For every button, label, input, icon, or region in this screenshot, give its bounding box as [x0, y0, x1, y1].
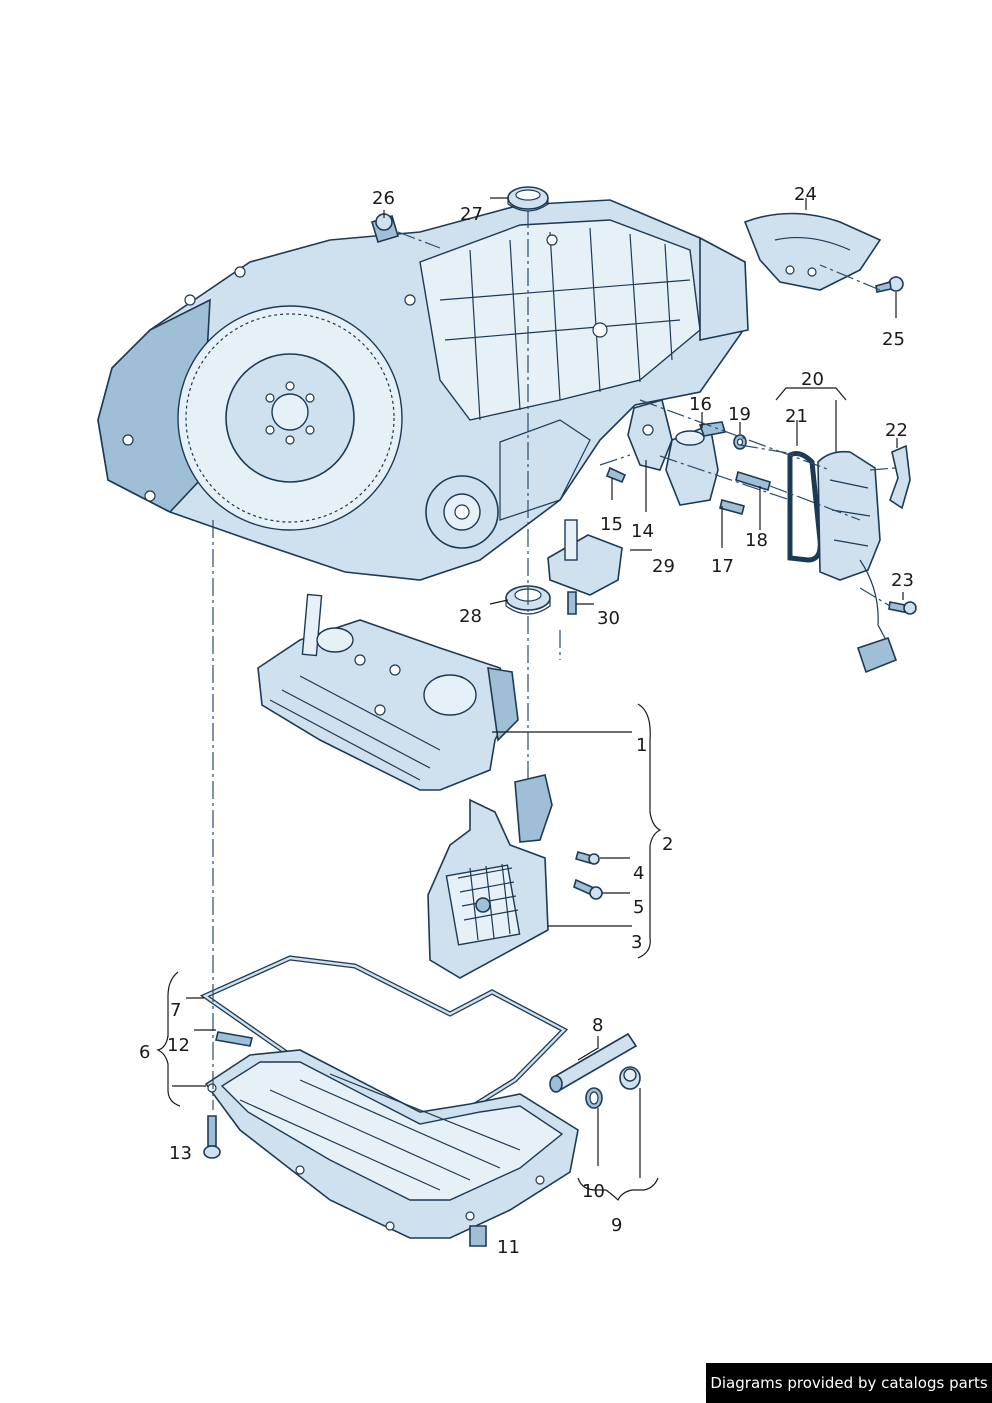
solenoid-part-16: [665, 421, 727, 506]
callout-24: 24: [794, 184, 817, 205]
plug-part-26: [371, 213, 399, 243]
drain-plug-part-11: [469, 1225, 487, 1247]
assembly-axis-lines: [212, 210, 896, 1110]
bolt-part-23: [888, 601, 917, 615]
callout-21: 21: [785, 406, 808, 427]
gasket-part-21: [787, 451, 823, 563]
callout-15: 15: [600, 514, 623, 535]
callout-6: 6: [139, 1042, 150, 1063]
bolt-part-5: [573, 878, 603, 900]
bolt-part-25: [875, 276, 904, 293]
magnet-part-12: [215, 1031, 253, 1047]
callout-25: 25: [882, 329, 905, 350]
callout-5: 5: [633, 897, 644, 918]
callout-13: 13: [169, 1143, 192, 1164]
callout-12: 12: [167, 1035, 190, 1056]
credit-banner: Diagrams provided by catalogs parts: [706, 1363, 992, 1403]
callout-30: 30: [597, 608, 620, 629]
callout-29: 29: [652, 556, 675, 577]
valve-body-part-1: [257, 593, 519, 791]
plug-part-9: [619, 1066, 641, 1090]
conductor-plate-part-3: [427, 774, 553, 979]
callout-4: 4: [633, 863, 644, 884]
callout-18: 18: [745, 530, 768, 551]
transmission-housing: [97, 199, 749, 581]
callout-10: 10: [582, 1181, 605, 1202]
bolt-part-30: [567, 591, 577, 615]
credit-text: Diagrams provided by catalogs parts: [710, 1374, 988, 1392]
bolt-part-18: [735, 470, 771, 492]
o-ring-part-10: [585, 1087, 603, 1109]
bracket-part-14: [627, 399, 673, 471]
callout-28: 28: [459, 606, 482, 627]
clip-part-22: [889, 444, 911, 510]
bolt-part-15: [605, 466, 627, 484]
leader-lines: [156, 197, 904, 1202]
callout-3: 3: [631, 932, 642, 953]
callout-20: 20: [801, 369, 824, 390]
callout-9: 9: [611, 1215, 622, 1236]
callout-22: 22: [885, 420, 908, 441]
seal-ring-part-19: [733, 434, 747, 450]
heat-shield-part-24: [743, 212, 882, 291]
filler-tube-part-8: [549, 1032, 638, 1093]
bolt-part-13: [203, 1115, 221, 1159]
seal-part-27: [507, 186, 549, 212]
bolt-part-4: [575, 851, 600, 865]
callout-2: 2: [662, 834, 673, 855]
callout-23: 23: [891, 570, 914, 591]
callout-16: 16: [689, 394, 712, 415]
callout-19: 19: [728, 404, 751, 425]
callout-7: 7: [170, 1000, 181, 1021]
callout-labels: 1 2 3 4 5 6 7 8 9 10 11 12 13 14 15 16 1…: [139, 184, 914, 1258]
bolt-part-17: [719, 499, 745, 515]
callout-1: 1: [636, 735, 647, 756]
callout-14: 14: [631, 521, 654, 542]
callout-27: 27: [460, 204, 483, 225]
callout-8: 8: [592, 1015, 603, 1036]
callout-11: 11: [497, 1237, 520, 1258]
sensor-part-29: [547, 519, 623, 596]
callout-26: 26: [372, 188, 395, 209]
callout-17: 17: [711, 556, 734, 577]
oil-pan-part-6: [204, 1049, 579, 1239]
cover-part-20: [817, 450, 898, 674]
